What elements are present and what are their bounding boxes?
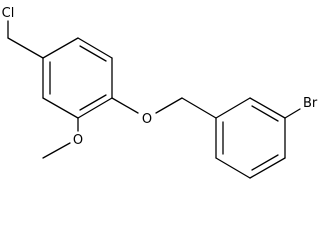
- o-ch2-bond: [155, 97, 183, 114]
- bromine-label: Br: [303, 96, 318, 111]
- ring-a-bond-3: [77, 97, 113, 119]
- ring-a-double-bond-1: [79, 45, 107, 62]
- ring-b-double-bond-2: [251, 154, 279, 171]
- ring-a-bond-1: [77, 37, 113, 59]
- chlorine-label: Cl: [2, 6, 15, 21]
- ether-oxygen-label: O: [142, 112, 152, 127]
- ring-b-bond-5: [215, 157, 251, 179]
- chloromethyl-group: Cl: [2, 6, 44, 59]
- right-benzene-ring: [215, 97, 286, 179]
- ch2-bond-ring: [7, 37, 44, 59]
- ring-b-bond-1: [215, 97, 251, 119]
- ring-a-bond-6: [42, 37, 79, 59]
- ring-b-bond-4: [249, 157, 286, 179]
- chemical-structure-diagram: Cl O O Br: [2, 6, 318, 179]
- ch2-ring-b-bond: [181, 97, 217, 119]
- ring-b-bond-2: [249, 97, 286, 119]
- methoxy-o-ch3-bond: [42, 142, 71, 159]
- ether-linkage: O: [111, 97, 217, 127]
- ring-b-double-bond-1: [251, 105, 279, 122]
- methoxy-group: O: [42, 117, 83, 159]
- bromo-group: Br: [284, 96, 318, 119]
- ring-br-bond: [284, 108, 301, 119]
- left-benzene-ring: [42, 37, 113, 119]
- ring-a-bond-4: [42, 97, 79, 119]
- methoxy-oxygen-label: O: [73, 133, 83, 148]
- ring-o-bond: [111, 97, 139, 114]
- ring-a-double-bond-2: [79, 94, 107, 111]
